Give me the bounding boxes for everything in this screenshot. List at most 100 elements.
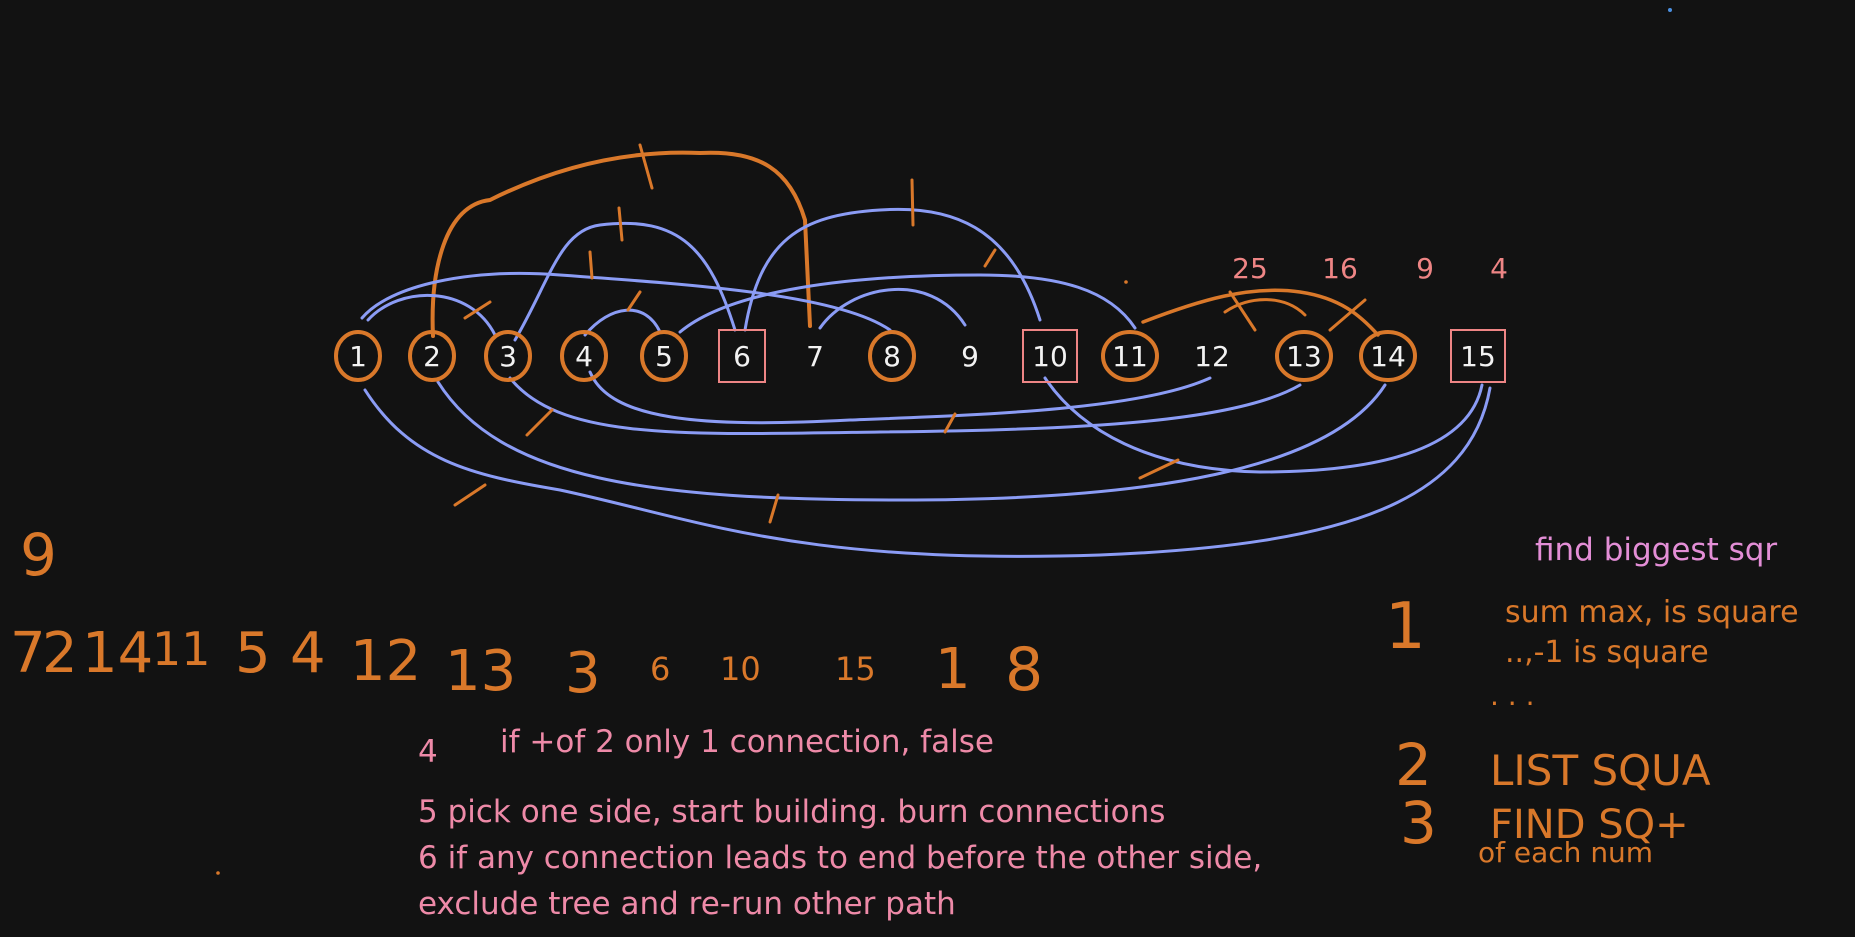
- node-label: 14: [1370, 340, 1406, 373]
- sequence-item: 10: [720, 650, 761, 688]
- step-3-subtext: of each num: [1478, 836, 1653, 869]
- square-value: 25: [1232, 252, 1268, 285]
- sequence-item: 13: [445, 639, 516, 704]
- square-value: 9: [1416, 252, 1434, 285]
- sequence-item: 5: [235, 621, 271, 686]
- stray-dot: [216, 871, 220, 875]
- node-circle-mark: [560, 330, 608, 382]
- node-box-mark: [718, 329, 766, 383]
- step-5-text: 5 pick one side, start building. burn co…: [418, 794, 1165, 830]
- arc-3-6: [513, 221, 737, 342]
- step-1-line-2: ..,-1 is square: [1505, 635, 1709, 670]
- node-circle-mark: [408, 330, 456, 382]
- burn-mark: [617, 206, 624, 242]
- node-label: 11: [1112, 340, 1148, 373]
- node-circle-mark: [1275, 330, 1333, 382]
- node-5: 5: [640, 330, 688, 382]
- node-14: 14: [1359, 330, 1417, 382]
- burn-mark: [453, 483, 487, 507]
- sequence-item: 12: [350, 629, 421, 694]
- burn-mark: [588, 250, 594, 280]
- node-label: 10: [1032, 340, 1068, 373]
- arc-4-5: [583, 308, 662, 337]
- step-2-number: 2: [1395, 731, 1432, 799]
- arc-1-8: [360, 271, 892, 332]
- node-12: 12: [1194, 340, 1230, 373]
- right-notes-title: find biggest sqr: [1535, 532, 1777, 568]
- arc-5-11: [678, 273, 1137, 334]
- node-label: 15: [1460, 340, 1496, 373]
- node-label: 7: [806, 340, 824, 373]
- burn-mark: [1328, 298, 1367, 332]
- node-label: 4: [575, 340, 593, 373]
- node-circle-mark: [640, 330, 688, 382]
- node-1: 1: [334, 330, 382, 382]
- sequence-item: 7: [10, 621, 46, 686]
- sequence-item: 2: [42, 621, 78, 686]
- node-15: 15: [1450, 329, 1506, 383]
- burn-mark: [983, 248, 997, 268]
- arc-12-13: [1223, 298, 1307, 317]
- arc-1-3: [366, 293, 497, 337]
- node-10: 10: [1022, 329, 1078, 383]
- arc-6-10: [743, 207, 1042, 332]
- node-label: 6: [733, 340, 751, 373]
- arc-4-12: [588, 370, 1212, 425]
- node-13: 13: [1275, 330, 1333, 382]
- node-8: 8: [868, 330, 916, 382]
- step-4-number: 4: [418, 734, 438, 770]
- node-box-mark: [1022, 329, 1078, 383]
- burn-mark: [910, 178, 915, 227]
- node-label: 9: [961, 340, 979, 373]
- node-label: 2: [423, 340, 441, 373]
- left-number: 9: [20, 521, 57, 589]
- step-1-number: 1: [1385, 590, 1426, 664]
- node-box-mark: [1450, 329, 1506, 383]
- node-label: 3: [499, 340, 517, 373]
- arc-2-14: [436, 380, 1387, 502]
- sequence-item: 4: [290, 621, 326, 686]
- bottom-notes: 4 if +of 2 only 1 connection, false 5 pi…: [418, 724, 1262, 922]
- square-value: 16: [1322, 252, 1358, 285]
- node-2: 2: [408, 330, 456, 382]
- node-label: 13: [1286, 340, 1322, 373]
- node-11: 11: [1101, 330, 1159, 382]
- burn-marks: [453, 143, 1367, 524]
- node-4: 4: [560, 330, 608, 382]
- burn-mark: [1228, 290, 1257, 332]
- burn-mark: [525, 408, 554, 437]
- step-6-line-1: 6 if any connection leads to end before …: [418, 840, 1262, 876]
- stray-dot: [1668, 8, 1672, 12]
- stray-dot: [1124, 280, 1128, 284]
- sequence-item: 11: [152, 622, 211, 676]
- right-notes: find biggest sqr 1 sum max, is square ..…: [1385, 532, 1799, 869]
- sequence-item: 3: [565, 641, 601, 706]
- arc-1-15: [363, 386, 1492, 558]
- sequence-item: 15: [835, 650, 876, 688]
- sequence-item: 6: [650, 650, 670, 688]
- squares-row: 25 16 9 4: [1232, 252, 1508, 285]
- step-4-text: if +of 2 only 1 connection, false: [500, 724, 994, 760]
- burn-mark: [1138, 458, 1180, 480]
- node-label: 12: [1194, 340, 1230, 373]
- path-sequence: 7 2 14 11 5 4 12 13 3 6 10 15 1 8: [10, 621, 1043, 706]
- arc-3-13: [508, 376, 1302, 436]
- step-1-line-1: sum max, is square: [1505, 595, 1799, 630]
- arc-10-15: [1043, 376, 1484, 474]
- node-label: 8: [883, 340, 901, 373]
- node-9: 9: [961, 340, 979, 373]
- node-3: 3: [484, 330, 532, 382]
- node-circle-mark: [1101, 330, 1159, 382]
- burn-mark: [638, 143, 654, 190]
- ellipsis: . . .: [1490, 679, 1535, 712]
- arc-11-14: [1141, 288, 1380, 337]
- node-circle-mark: [1359, 330, 1417, 382]
- node-circle-mark: [334, 330, 382, 382]
- sequence-item: 8: [1005, 635, 1043, 705]
- burn-mark: [768, 493, 780, 524]
- node-7: 7: [806, 340, 824, 373]
- sequence-item: 14: [82, 621, 153, 686]
- step-2-text: LIST SQUA: [1490, 746, 1711, 795]
- burn-mark: [463, 300, 492, 320]
